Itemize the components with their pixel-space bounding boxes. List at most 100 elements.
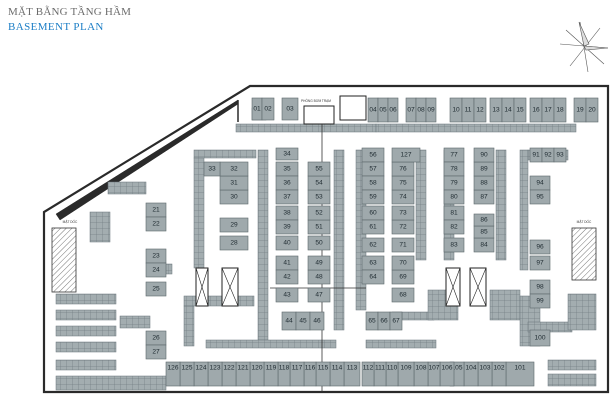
storage-unit[interactable]: 68 bbox=[391, 287, 415, 303]
storage-unit[interactable]: 75 bbox=[391, 175, 415, 191]
storage-unit[interactable]: 95 bbox=[529, 189, 551, 205]
storage-unit[interactable]: 90 bbox=[473, 147, 495, 163]
storage-unit[interactable]: 18 bbox=[553, 97, 567, 123]
storage-unit[interactable]: 104 bbox=[463, 361, 479, 387]
storage-unit[interactable]: 38 bbox=[275, 205, 299, 221]
storage-unit[interactable]: 20 bbox=[585, 97, 599, 123]
storage-unit[interactable]: 98 bbox=[529, 279, 551, 295]
storage-unit[interactable]: 96 bbox=[529, 239, 551, 255]
storage-unit[interactable]: 74 bbox=[391, 189, 415, 205]
storage-unit[interactable]: 92 bbox=[541, 147, 555, 163]
storage-unit[interactable]: 66 bbox=[377, 311, 391, 331]
storage-unit[interactable]: 49 bbox=[307, 255, 331, 271]
storage-unit[interactable]: 83 bbox=[443, 237, 465, 253]
storage-unit[interactable]: 62 bbox=[361, 237, 385, 253]
storage-unit[interactable]: 72 bbox=[391, 219, 415, 235]
storage-unit[interactable]: 114 bbox=[329, 361, 345, 387]
storage-unit[interactable]: 77 bbox=[443, 147, 465, 163]
storage-unit[interactable]: 07 bbox=[405, 97, 417, 123]
storage-unit[interactable]: 107 bbox=[427, 361, 441, 387]
storage-unit[interactable]: 46 bbox=[309, 311, 325, 331]
storage-unit[interactable]: 41 bbox=[275, 255, 299, 271]
storage-unit[interactable]: 22 bbox=[145, 216, 167, 232]
storage-unit[interactable]: 50 bbox=[307, 235, 331, 251]
storage-unit[interactable]: 69 bbox=[391, 269, 415, 285]
storage-unit[interactable]: 118 bbox=[277, 361, 291, 387]
storage-unit[interactable]: 02 bbox=[261, 97, 275, 121]
storage-unit[interactable]: 111 bbox=[373, 361, 387, 387]
storage-unit[interactable]: 37 bbox=[275, 189, 299, 205]
storage-unit[interactable]: 04 bbox=[367, 97, 379, 123]
storage-unit[interactable]: 01 bbox=[251, 97, 263, 121]
storage-unit[interactable]: 53 bbox=[307, 189, 331, 205]
storage-unit[interactable]: 113 bbox=[343, 361, 361, 387]
storage-unit[interactable]: 24 bbox=[145, 262, 167, 278]
storage-unit[interactable]: 33 bbox=[203, 161, 221, 177]
storage-unit[interactable]: 19 bbox=[573, 97, 587, 123]
storage-unit[interactable]: 28 bbox=[219, 235, 249, 251]
storage-unit[interactable]: 80 bbox=[443, 189, 465, 205]
storage-unit[interactable]: 94 bbox=[529, 175, 551, 191]
storage-unit[interactable]: 16 bbox=[529, 97, 543, 123]
storage-unit[interactable]: 121 bbox=[235, 361, 251, 387]
storage-unit[interactable]: 71 bbox=[391, 237, 415, 253]
storage-unit[interactable]: 127 bbox=[391, 147, 421, 163]
storage-unit[interactable]: 03 bbox=[281, 97, 299, 121]
storage-unit[interactable]: 30 bbox=[219, 189, 249, 205]
storage-unit[interactable]: 57 bbox=[361, 161, 385, 177]
storage-unit[interactable]: 14 bbox=[501, 97, 515, 123]
storage-unit[interactable]: 44 bbox=[281, 311, 297, 331]
storage-unit[interactable]: 55 bbox=[307, 161, 331, 177]
storage-unit[interactable]: 36 bbox=[275, 175, 299, 191]
storage-unit[interactable]: 93 bbox=[553, 147, 567, 163]
storage-unit[interactable]: 10 bbox=[449, 97, 463, 123]
storage-unit[interactable]: 123 bbox=[207, 361, 223, 387]
storage-unit[interactable]: 79 bbox=[443, 175, 465, 191]
storage-unit[interactable]: 09 bbox=[425, 97, 437, 123]
storage-unit[interactable]: 39 bbox=[275, 219, 299, 235]
storage-unit[interactable]: 119 bbox=[263, 361, 279, 387]
storage-unit[interactable]: 12 bbox=[473, 97, 487, 123]
storage-unit[interactable]: 40 bbox=[275, 235, 299, 251]
storage-unit[interactable]: 99 bbox=[529, 293, 551, 309]
storage-unit[interactable]: 47 bbox=[307, 287, 331, 303]
storage-unit[interactable]: 05 bbox=[377, 97, 389, 123]
storage-unit[interactable]: 110 bbox=[385, 361, 399, 387]
storage-unit[interactable]: 21 bbox=[145, 202, 167, 218]
storage-unit[interactable]: 65 bbox=[365, 311, 379, 331]
storage-unit[interactable]: 106 bbox=[439, 361, 455, 387]
storage-unit[interactable]: 42 bbox=[275, 269, 299, 285]
storage-unit[interactable]: 103 bbox=[477, 361, 493, 387]
storage-unit[interactable]: 70 bbox=[391, 255, 415, 271]
storage-unit[interactable]: 52 bbox=[307, 205, 331, 221]
storage-unit[interactable]: 26 bbox=[145, 330, 167, 346]
storage-unit[interactable]: 101 bbox=[505, 361, 535, 387]
storage-unit[interactable]: 91 bbox=[529, 147, 543, 163]
storage-unit[interactable]: 82 bbox=[443, 219, 465, 235]
storage-unit[interactable]: 115 bbox=[315, 361, 331, 387]
storage-unit[interactable]: 124 bbox=[193, 361, 209, 387]
storage-unit[interactable]: 11 bbox=[461, 97, 475, 123]
storage-unit[interactable]: 112 bbox=[361, 361, 375, 387]
storage-unit[interactable]: 67 bbox=[389, 311, 403, 331]
storage-unit[interactable]: 109 bbox=[397, 361, 415, 387]
storage-unit[interactable]: 48 bbox=[307, 269, 331, 285]
storage-unit[interactable]: 51 bbox=[307, 219, 331, 235]
storage-unit[interactable]: 102 bbox=[491, 361, 507, 387]
storage-unit[interactable]: 108 bbox=[413, 361, 429, 387]
storage-unit[interactable]: 58 bbox=[361, 175, 385, 191]
storage-unit[interactable]: 100 bbox=[529, 329, 551, 347]
storage-unit[interactable]: 54 bbox=[307, 175, 331, 191]
storage-unit[interactable]: 85 bbox=[473, 225, 495, 239]
storage-unit[interactable]: 06 bbox=[387, 97, 399, 123]
storage-unit[interactable]: 61 bbox=[361, 219, 385, 235]
storage-unit[interactable]: 89 bbox=[473, 161, 495, 177]
storage-unit[interactable]: 97 bbox=[529, 255, 551, 271]
storage-unit[interactable]: 45 bbox=[295, 311, 311, 331]
storage-unit[interactable]: 23 bbox=[145, 248, 167, 264]
storage-unit[interactable]: 88 bbox=[473, 175, 495, 191]
storage-unit[interactable]: 126 bbox=[165, 361, 181, 387]
storage-unit[interactable]: 122 bbox=[221, 361, 237, 387]
storage-unit[interactable]: 56 bbox=[361, 147, 385, 163]
storage-unit[interactable]: 64 bbox=[361, 269, 385, 285]
